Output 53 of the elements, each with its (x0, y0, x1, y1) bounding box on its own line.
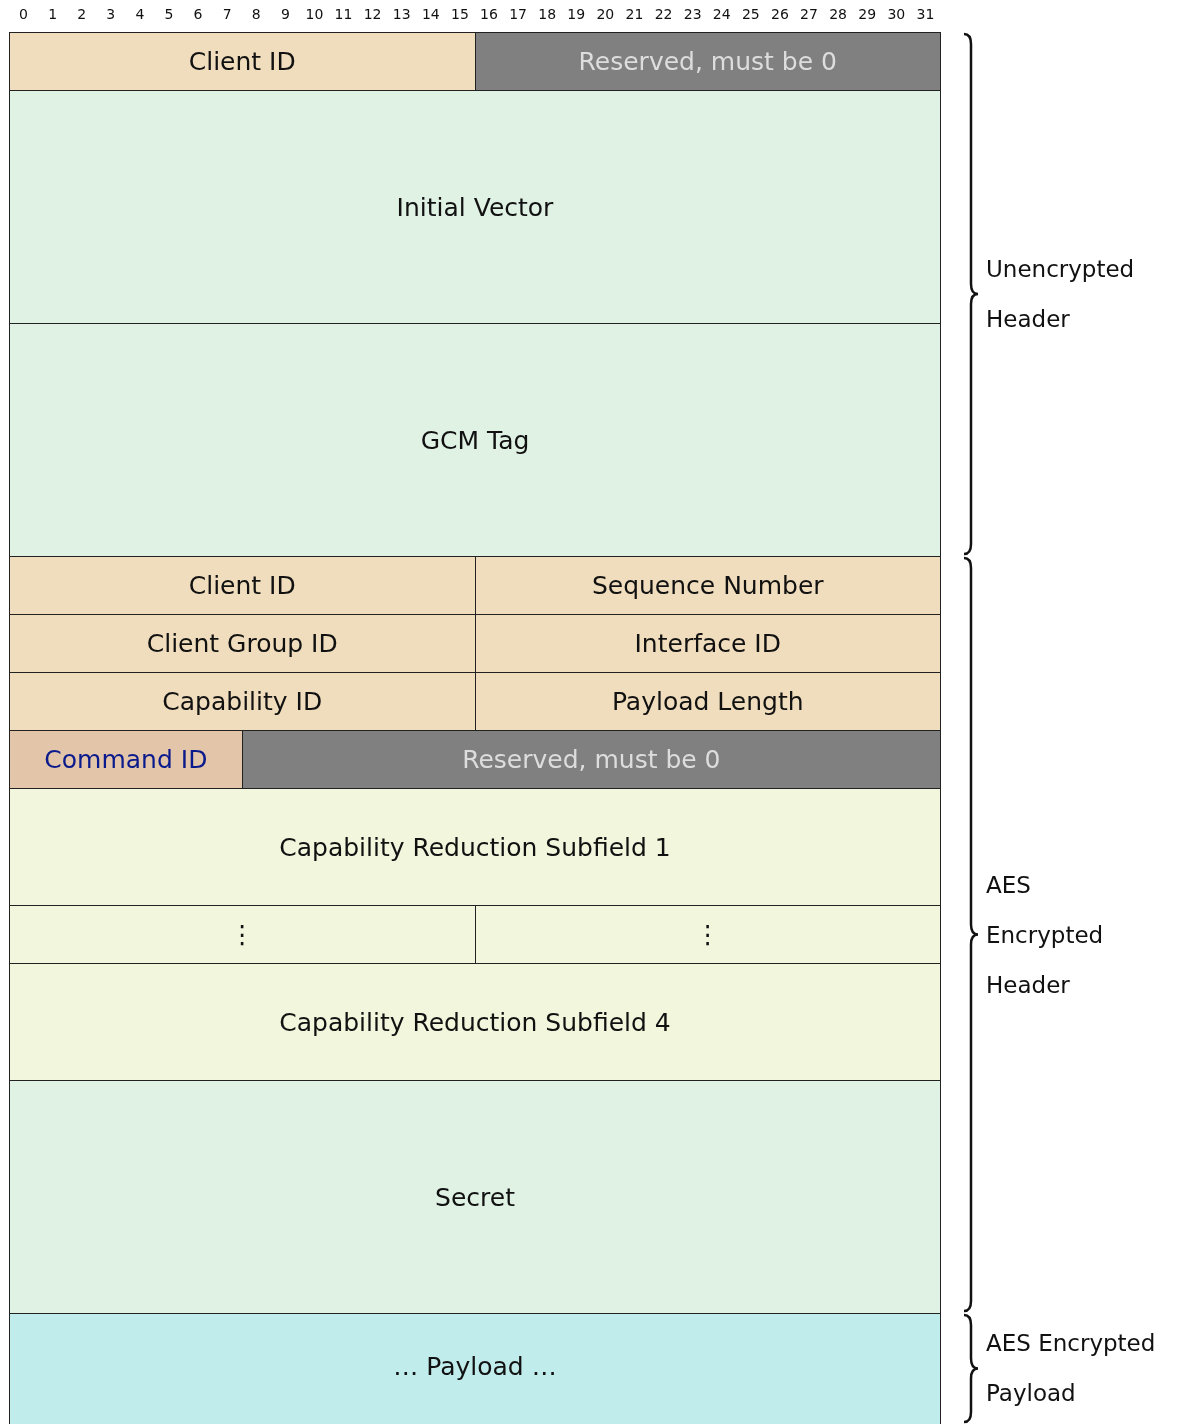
bit-number: 24 (711, 6, 732, 22)
packet-field: Sequence Number (474, 556, 941, 615)
bit-number: 19 (566, 6, 587, 22)
packet-field: GCM Tag (9, 323, 941, 557)
bit-number: 0 (18, 6, 29, 22)
bit-number: 21 (624, 6, 645, 22)
bit-number: 13 (391, 6, 412, 22)
bit-number: 26 (770, 6, 790, 22)
bit-number: 15 (450, 6, 470, 22)
bit-number: 28 (828, 6, 849, 22)
bit-number: 4 (134, 6, 146, 22)
bit-number: 25 (740, 6, 761, 22)
packet-field: Interface ID (474, 614, 941, 673)
packet-field: Capability Reduction Subfield 1 (9, 788, 941, 906)
section-label: AES Encrypted Payload (986, 1329, 1157, 1408)
packet-field: ⋮ (9, 905, 476, 964)
bit-number: 7 (221, 6, 233, 22)
bit-number: 22 (653, 6, 674, 22)
packet-field: Reserved, must be 0 (241, 730, 941, 789)
bit-number: 6 (192, 6, 204, 22)
packet-field: Capability Reduction Subfield 4 (9, 963, 941, 1081)
section-label: AES Encrypted Header (986, 871, 1105, 1000)
packet-field: Secret (9, 1080, 941, 1314)
bit-number: 20 (595, 6, 616, 22)
packet-field: Reserved, must be 0 (474, 32, 941, 91)
bit-number: 18 (537, 6, 558, 22)
packet-field: Initial Vector (9, 90, 941, 324)
bit-number: 12 (362, 6, 383, 22)
bit-number: 10 (304, 6, 325, 22)
bit-number: 17 (508, 6, 528, 22)
packet-field: Command ID (9, 730, 243, 789)
bit-number: 29 (857, 6, 878, 22)
packet-field: Capability ID (9, 672, 476, 731)
bit-number: 27 (799, 6, 819, 22)
bit-number: 2 (76, 6, 88, 22)
packet-field: ⋮ (474, 905, 941, 964)
bit-number: 1 (47, 6, 59, 22)
packet-field: Client ID (9, 556, 476, 615)
packet-field: Payload Length (474, 672, 941, 731)
packet-field: … Payload … (9, 1313, 941, 1424)
bit-number: 31 (915, 6, 936, 22)
bit-number: 23 (682, 6, 703, 22)
packet-field: Client ID (9, 32, 476, 91)
bit-number: 8 (250, 6, 262, 22)
bit-number: 14 (420, 6, 441, 22)
bit-number: 30 (886, 6, 907, 22)
packet-field: Client Group ID (9, 614, 476, 673)
bit-number: 11 (333, 6, 354, 22)
bit-number: 5 (163, 6, 175, 22)
bit-number: 9 (279, 6, 291, 22)
section-label: Unencrypted Header (986, 255, 1136, 334)
bit-number: 3 (105, 6, 117, 22)
bit-number: 16 (479, 6, 499, 22)
